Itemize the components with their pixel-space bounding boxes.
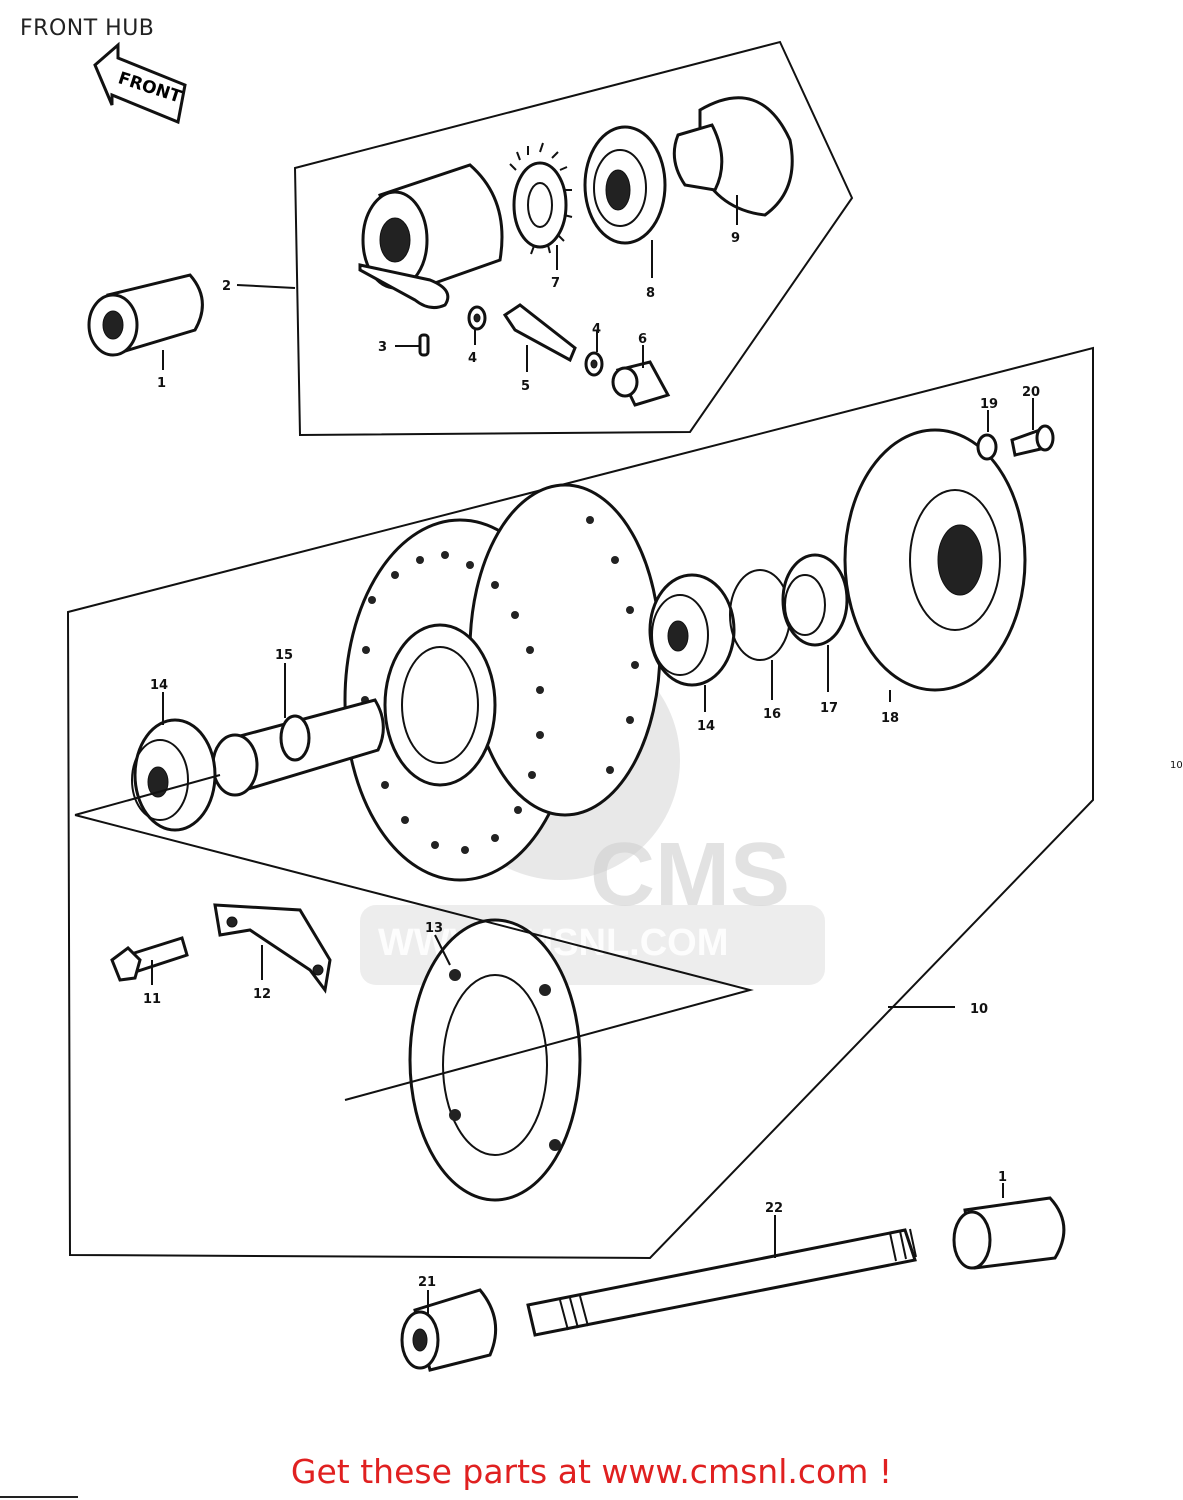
washer-right [584, 351, 604, 377]
callout-1: 1 [998, 1170, 1007, 1185]
speedometer-gear-group-outline [293, 40, 854, 437]
pin [418, 333, 430, 357]
guide-line [74, 774, 221, 816]
pinion-bushing [611, 360, 671, 407]
collar-left [87, 273, 204, 357]
gear-retainer [672, 96, 794, 217]
callout-3: 3 [378, 340, 387, 355]
footer-divider [0, 1496, 78, 1498]
callout-19: 19 [980, 397, 998, 412]
callout-17: 17 [820, 701, 838, 716]
callout-4: 4 [592, 322, 601, 337]
hub-group-outline [66, 346, 1094, 1260]
callout-18: 18 [881, 711, 899, 726]
callout-22: 22 [765, 1201, 783, 1216]
disc-bolt [110, 936, 189, 982]
callout-8: 8 [646, 286, 655, 301]
guide-line [74, 814, 754, 1101]
hub-spacer [211, 698, 385, 797]
callout-1: 1 [157, 376, 166, 391]
callout-16: 16 [763, 707, 781, 722]
pinion [502, 303, 577, 363]
callout-2: 2 [222, 279, 231, 294]
callout-10: 10 [970, 1002, 988, 1017]
callout-14: 14 [150, 678, 168, 693]
callout-4: 4 [468, 351, 477, 366]
callout-labels: 1 2 3 4 4 5 6 7 8 9 10 11 12 13 14 14 15… [143, 231, 1183, 1290]
axle-collar-right [952, 1196, 1066, 1270]
leader-lines [151, 195, 1034, 1315]
callout-13: 13 [425, 921, 443, 936]
page-title: FRONT HUB [20, 16, 155, 41]
exploded-parts-diagram: CMS WWW.CMSNL.COM FRONT [66, 40, 1183, 1372]
bearing-right [648, 573, 736, 687]
cover-screw [1010, 424, 1055, 457]
callout-20: 20 [1022, 385, 1040, 400]
callout-11: 11 [143, 992, 161, 1007]
callout-5: 5 [521, 379, 530, 394]
callout-12: 12 [253, 987, 271, 1002]
hub-cover [843, 428, 1027, 692]
hub [343, 483, 662, 882]
circlip [729, 569, 791, 661]
axle-nut-collar [400, 1288, 498, 1372]
callout-21: 21 [418, 1275, 436, 1290]
bearing-left [131, 718, 217, 832]
axle [526, 1228, 917, 1337]
front-arrow: FRONT [93, 41, 187, 125]
speedometer-gear [509, 142, 573, 255]
gear-seal [583, 125, 667, 245]
callout-14: 14 [697, 719, 715, 734]
edge-mark: 10 [1170, 760, 1183, 771]
lock-bracket [213, 903, 332, 994]
washer-left [467, 305, 487, 331]
cover-washer [976, 433, 998, 461]
oil-seal [781, 553, 849, 647]
gear-housing [358, 163, 504, 310]
callout-6: 6 [638, 332, 647, 347]
callout-9: 9 [731, 231, 740, 246]
footer-banner[interactable]: Get these parts at www.cmsnl.com ! [290, 1452, 893, 1491]
callout-15: 15 [275, 648, 293, 663]
callout-7: 7 [551, 276, 560, 291]
watermark-logo: CMS [590, 825, 790, 925]
